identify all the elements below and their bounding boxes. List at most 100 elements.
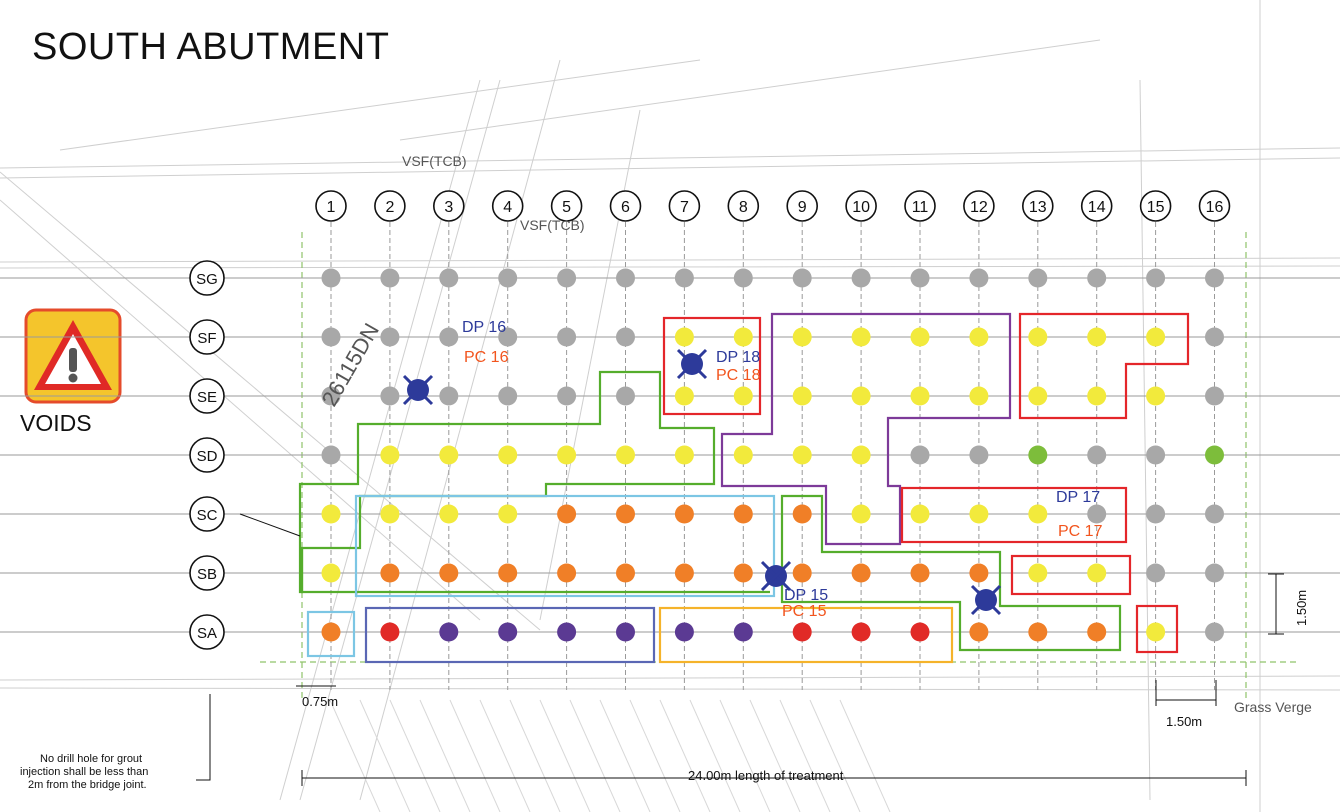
column-header-circle xyxy=(491,190,524,222)
column-header-label: 15 xyxy=(1147,199,1165,216)
grout-hole xyxy=(969,504,989,524)
grout-hole xyxy=(1028,504,1048,524)
grout-hole xyxy=(439,622,459,642)
column-header-label: 16 xyxy=(1206,199,1224,216)
hatch-area xyxy=(329,699,891,812)
grout-hole xyxy=(498,386,518,406)
grout-hole xyxy=(1146,563,1166,583)
grout-hole xyxy=(910,386,930,406)
column-header-circle xyxy=(786,190,819,222)
pc-label: PC 16 xyxy=(464,349,509,366)
column-header-label: 1 xyxy=(327,199,336,216)
zone-cyan-sb xyxy=(354,494,776,598)
vsf-label: VSF(TCB) xyxy=(520,217,585,233)
grout-hole xyxy=(1205,504,1224,524)
grout-hole xyxy=(557,622,577,642)
grout-hole xyxy=(616,504,635,524)
grout-hole xyxy=(616,386,635,406)
grout-hole xyxy=(910,445,930,465)
probe-labels: DP 16 PC 16 DP 18 PC 18 DP 17 PC 17 DP 1… xyxy=(462,319,1103,620)
grout-hole xyxy=(616,563,635,583)
dp-label: DP 18 xyxy=(716,349,760,366)
grout-hole xyxy=(674,563,694,583)
row-header-circle xyxy=(189,614,225,650)
grout-hole xyxy=(851,622,871,642)
row-header-circle xyxy=(189,260,225,296)
column-header-circle xyxy=(609,190,642,222)
grout-hole xyxy=(1028,268,1048,288)
grout-hole xyxy=(380,327,400,347)
grout-hole xyxy=(910,327,930,347)
row-header-label: SC xyxy=(197,507,218,524)
column-header-label: 3 xyxy=(444,199,453,216)
vsf-label: VSF(TCB) xyxy=(402,153,467,169)
dp-label: DP 16 xyxy=(462,319,506,336)
grout-hole xyxy=(1205,563,1224,583)
grout-hole xyxy=(792,268,812,288)
pc-label: PC 18 xyxy=(716,367,761,384)
grout-hole xyxy=(969,268,989,288)
grout-hole xyxy=(733,445,753,465)
annotations: 26115DN VSF(TCB) VSF(TCB) 0.75m 1.50m 1.… xyxy=(20,153,1312,791)
grout-hole xyxy=(969,622,989,642)
dimension-label: 0.75m xyxy=(302,694,338,709)
grout-hole xyxy=(439,563,459,583)
column-header-label: 5 xyxy=(562,199,571,216)
dash-boundary xyxy=(260,232,1300,700)
grout-hole xyxy=(1205,622,1224,642)
grout-hole xyxy=(851,504,871,524)
row-header-label: SD xyxy=(197,448,218,465)
grout-hole xyxy=(674,504,694,524)
grout-hole xyxy=(1146,386,1166,406)
grout-hole xyxy=(498,327,518,347)
row-header-label: SA xyxy=(197,625,217,642)
grout-hole xyxy=(1146,445,1166,465)
grout-hole xyxy=(439,386,459,406)
grout-hole xyxy=(557,386,577,406)
grout-hole xyxy=(851,563,871,583)
grout-hole xyxy=(1028,386,1048,406)
pc-label: PC 15 xyxy=(782,603,827,620)
page-title: SOUTH ABUTMENT xyxy=(32,26,390,68)
grout-hole xyxy=(498,504,518,524)
grout-hole xyxy=(792,386,812,406)
grout-hole xyxy=(321,386,341,406)
row-header-circle xyxy=(189,319,225,355)
column-header-circle xyxy=(1080,190,1113,222)
zone-red-right-top xyxy=(1018,312,1190,420)
grout-hole xyxy=(733,386,753,406)
grout-hole xyxy=(321,563,341,583)
grout-hole xyxy=(1028,622,1048,642)
grout-hole xyxy=(439,504,459,524)
zone-red-sf xyxy=(662,316,762,416)
zone-blue-sa xyxy=(364,606,656,664)
grout-hole xyxy=(1087,504,1107,524)
grass-verge-label: Grass Verge xyxy=(1234,699,1312,715)
grout-hole xyxy=(674,268,694,288)
grout-hole xyxy=(380,386,400,406)
grout-hole xyxy=(1146,327,1166,347)
grout-hole xyxy=(616,445,635,465)
note-line: 2m from the bridge joint. xyxy=(28,779,147,791)
grout-hole xyxy=(674,386,694,406)
grout-hole xyxy=(969,563,989,583)
grout-hole xyxy=(321,622,341,642)
column-header-circle xyxy=(845,190,877,222)
grout-hole xyxy=(616,268,635,288)
grout-hole xyxy=(321,445,341,465)
void-marker-icon xyxy=(760,560,792,592)
column-header-label: 10 xyxy=(852,199,870,216)
grout-hole xyxy=(733,504,753,524)
column-header-circle xyxy=(668,190,701,222)
zone-green-left-bottom xyxy=(300,548,770,594)
grout-hole xyxy=(674,327,694,347)
column-header-circle xyxy=(432,190,465,222)
zone-green-lower xyxy=(780,494,1122,652)
column-header-circle xyxy=(963,190,995,222)
grout-hole xyxy=(439,327,459,347)
